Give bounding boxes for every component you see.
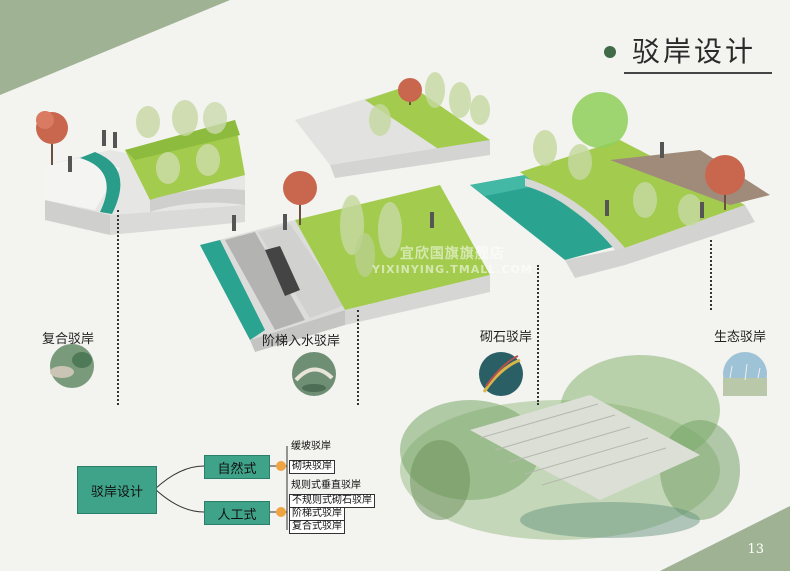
mindmap-dot-artificial	[276, 507, 286, 517]
composite-bank-trees	[36, 100, 227, 184]
page-title-block: 驳岸设计	[604, 28, 774, 78]
stone-bank-trees	[533, 92, 745, 226]
thumbnail-stepped	[292, 352, 336, 396]
composite-bank-model	[45, 120, 245, 235]
stepped-bank-trees	[232, 171, 434, 277]
label-stone-bank: 砌石驳岸	[480, 330, 533, 345]
connector-stepped	[357, 310, 359, 405]
mindmap-dot-natural	[276, 461, 286, 471]
mindmap-leaf: 不规则式砌石驳岸	[289, 494, 375, 508]
upper-terrace-model	[295, 72, 490, 178]
mindmap-branch-artificial: 人工式	[204, 501, 270, 525]
watermark-line-1: 宜欣国旗旗舰店	[399, 246, 505, 262]
mindmap-leaf: 规则式垂直驳岸	[291, 480, 361, 491]
connector-composite	[117, 210, 119, 405]
corner-decoration-bottom-right	[660, 506, 790, 571]
connector-ecological	[710, 240, 712, 310]
page-title: 驳岸设计	[632, 35, 757, 68]
landscape-sketch	[400, 355, 740, 540]
mindmap-leaf: 复合式驳岸	[289, 520, 345, 534]
thumbnail-composite	[50, 344, 94, 388]
connector-stone	[537, 265, 539, 405]
title-bullet-icon	[604, 46, 616, 58]
thumbnail-stone	[479, 352, 523, 396]
mindmap-connectors	[154, 446, 288, 530]
title-underline	[624, 72, 772, 74]
thumbnail-ecological	[723, 352, 767, 396]
corner-decoration-top-left	[0, 0, 230, 95]
mindmap-root: 驳岸设计	[77, 466, 157, 514]
mindmap-leaf: 缓坡驳岸	[291, 441, 331, 452]
watermark: 宜欣国旗旗舰店 YIXINYING.TMALL.COM	[372, 246, 533, 278]
mindmap-leaf: 砌块驳岸	[289, 460, 335, 474]
label-stepped-bank: 阶梯入水驳岸	[262, 334, 341, 349]
mindmap-branch-natural: 自然式	[204, 455, 270, 479]
mindmap-leaf: 阶梯式驳岸	[289, 507, 345, 521]
label-ecological-bank: 生态驳岸	[714, 330, 767, 345]
watermark-line-2: YIXINYING.TMALL.COM	[372, 263, 533, 276]
page-number: 13	[747, 542, 764, 557]
label-composite-bank: 复合驳岸	[42, 332, 95, 347]
